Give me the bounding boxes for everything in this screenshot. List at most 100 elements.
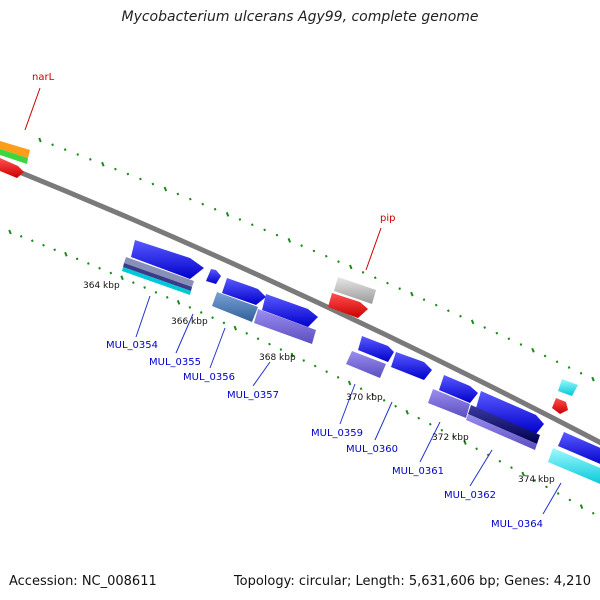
cyan-stripe-feature[interactable]: [122, 267, 191, 295]
tick-mark: [233, 325, 238, 331]
tick-mark: [199, 311, 203, 314]
scale-label: 364 kbp: [83, 281, 120, 291]
tick-mark: [325, 370, 328, 374]
pip-label[interactable]: pip: [380, 213, 395, 224]
tick-mark: [417, 416, 421, 420]
pip-gene-feature[interactable]: [334, 277, 376, 304]
narL-gene-feature[interactable]: [0, 158, 24, 178]
locus-label-MUL_0359[interactable]: MUL_0359: [311, 428, 363, 439]
tick-mark: [87, 262, 90, 265]
tick-mark: [120, 275, 124, 281]
tick-mark: [176, 299, 181, 305]
tick-mark: [63, 148, 67, 151]
tick-mark: [591, 511, 595, 515]
tick-mark: [139, 177, 142, 181]
narL-label[interactable]: narL: [32, 72, 55, 83]
tick-mark: [53, 248, 57, 252]
tick-mark: [373, 276, 377, 280]
tick-mark: [263, 228, 266, 232]
blue-gene-feature-5[interactable]: [439, 375, 478, 403]
tick-mark: [188, 197, 192, 201]
tick-mark: [256, 337, 260, 341]
scale-label: 370 kbp: [346, 393, 383, 403]
tick-mark: [568, 498, 572, 502]
MUL_0356-gene-feature[interactable]: [212, 292, 258, 322]
MUL_0359-gene-feature[interactable]: [346, 351, 386, 378]
tick-mark: [279, 348, 283, 351]
MUL_0361-gene-feature[interactable]: [428, 389, 470, 418]
tick-mark: [359, 387, 363, 391]
tick-mark: [382, 399, 386, 402]
tick-mark: [336, 375, 340, 379]
locus-label-MUL_0356[interactable]: MUL_0356: [183, 372, 235, 383]
MUL_0364-gene-feature[interactable]: [548, 448, 600, 486]
blue-gene-feature-4[interactable]: [358, 336, 394, 362]
tick-mark: [422, 298, 426, 301]
tick-mark: [428, 422, 432, 426]
MUL_0362-gene-feature[interactable]: [468, 405, 540, 444]
tick-mark: [211, 316, 214, 320]
MUL_0357-gene-feature[interactable]: [254, 309, 316, 344]
tick-mark: [507, 337, 511, 341]
locus-label-MUL_0364[interactable]: MUL_0364: [491, 519, 543, 530]
locus-label-MUL_0355[interactable]: MUL_0355: [149, 357, 201, 368]
locus-label-MUL_0360[interactable]: MUL_0360: [346, 444, 398, 455]
tick-mark: [275, 233, 279, 237]
orange-gene-feature[interactable]: [0, 141, 30, 158]
tick-mark: [463, 440, 467, 445]
tick-mark: [434, 303, 438, 307]
scale-label: 374 kbp: [518, 475, 555, 485]
blue-gene-feature-2[interactable]: [222, 278, 266, 305]
cyan-gene-feature[interactable]: [558, 379, 578, 396]
tick-mark: [109, 271, 113, 275]
tick-mark: [51, 143, 54, 147]
MUL_0355-gene-feature[interactable]: [206, 269, 221, 284]
green-gene-feature[interactable]: [0, 149, 28, 164]
leader-lines: [24, 87, 562, 515]
purple-stripe-feature[interactable]: [466, 414, 537, 450]
tick-mark: [290, 352, 295, 358]
tick-mark: [555, 360, 559, 364]
red-gene-feature-pip-region[interactable]: [328, 293, 368, 318]
blue-gene-feature[interactable]: [131, 240, 204, 279]
tick-mark: [361, 270, 365, 274]
locus-label-MUL_0361[interactable]: MUL_0361: [392, 466, 444, 477]
locus-label-MUL_0357[interactable]: MUL_0357: [227, 390, 279, 401]
MUL_0354-gene-feature[interactable]: [124, 257, 194, 287]
blue-gene-feature-3[interactable]: [262, 294, 318, 327]
feature-labels: narL pip: [32, 72, 395, 224]
scale-label: 366 kbp: [171, 317, 208, 327]
tick-mark: [519, 343, 523, 346]
tick-mark: [287, 238, 292, 243]
tick-mark: [88, 157, 92, 161]
tick-mark: [101, 161, 105, 167]
locus-label-MUL_0362[interactable]: MUL_0362: [444, 490, 496, 501]
navy-stripe-feature[interactable]: [123, 263, 192, 291]
tick-mark: [201, 202, 205, 206]
tick-mark: [533, 479, 537, 482]
tick-mark: [579, 504, 584, 510]
red-gene-feature-right[interactable]: [552, 398, 568, 414]
tick-mark: [213, 207, 217, 211]
blue-gene-feature-6[interactable]: [476, 391, 544, 434]
tick-mark: [64, 251, 68, 257]
tick-mark: [225, 212, 230, 217]
tick-mark: [165, 295, 169, 299]
scale-label: 372 kbp: [432, 433, 469, 443]
blue-gene-feature-7[interactable]: [558, 432, 600, 466]
tick-mark: [250, 223, 254, 227]
tick-mark: [447, 309, 450, 313]
tick-mark: [188, 306, 192, 309]
tick-mark: [410, 291, 414, 297]
locus-labels: MUL_0354 MUL_0355 MUL_0356 MUL_0357 MUL_…: [106, 340, 543, 530]
tick-mark: [440, 428, 444, 432]
tick-mark: [154, 291, 158, 294]
tick-mark: [238, 218, 242, 221]
map-title: Mycobacterium ulcerans Agy99, complete g…: [121, 9, 479, 25]
tick-mark: [475, 447, 478, 451]
locus-label-MUL_0354[interactable]: MUL_0354: [106, 340, 158, 351]
MUL_0360-gene-feature[interactable]: [391, 352, 432, 380]
tick-mark: [394, 404, 397, 408]
tick-mark: [98, 266, 101, 270]
genome-backbone: [0, 161, 600, 446]
